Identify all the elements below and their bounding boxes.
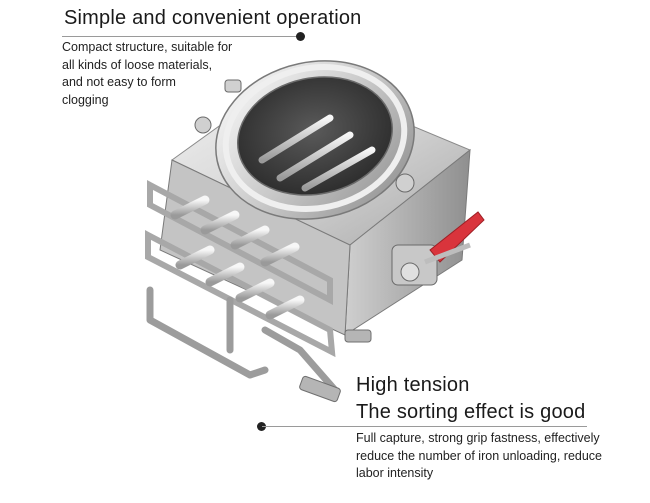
top-callout-line: and not easy to form	[62, 75, 176, 89]
drawer-frame-upper	[147, 180, 333, 305]
drawer-handles	[146, 286, 339, 394]
drawer-frame-lower	[145, 230, 336, 358]
inlet-flange-clamp-band	[222, 64, 408, 212]
toggle-clamp	[391, 211, 485, 286]
bottom-callout-line: reduce the number of iron unloading, red…	[356, 448, 602, 463]
top-callout-line: all kinds of loose materials,	[62, 57, 213, 72]
magnet-rods	[170, 195, 305, 320]
top-callout-line: Compact structure, suitable for	[62, 40, 233, 54]
top-callout-leader-dot	[296, 32, 305, 41]
inner-rods	[258, 114, 376, 192]
top-callout-description: Compact structure, suitable for all kind…	[62, 39, 232, 109]
bottom-callout-line: Full capture, strong grip fastness, effe…	[356, 431, 600, 445]
bottom-callout-title-line2: The sorting effect is good	[356, 401, 586, 423]
bottom-callout-description: Full capture, strong grip fastness, effe…	[356, 430, 602, 483]
top-callout-line: clogging	[62, 92, 109, 107]
bottom-callout-line: labor intensity	[356, 466, 434, 480]
mount-brackets	[299, 329, 372, 403]
flange-hinges	[194, 79, 415, 193]
bottom-callout-leader-dot	[257, 422, 266, 431]
top-callout-leader-line	[62, 36, 298, 37]
bottom-callout-leader-line	[262, 426, 587, 427]
inlet-opening	[237, 76, 393, 196]
bottom-callout-title-line1: High tension	[356, 374, 470, 396]
top-callout-title: Simple and convenient operation	[64, 7, 362, 29]
